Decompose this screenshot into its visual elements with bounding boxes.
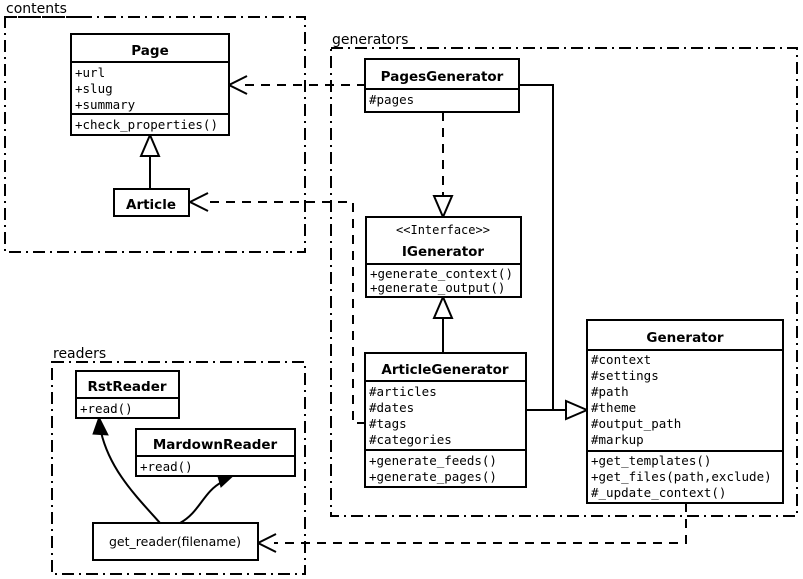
open-arrowhead-icon (255, 533, 277, 553)
class-attribute: +slug (75, 81, 113, 96)
class-name-rstreader: RstReader (87, 379, 166, 395)
package-contents-border (4, 16, 306, 253)
class-method: +read() (80, 401, 133, 416)
relation-articlegenerator-implements-igenerator (432, 294, 454, 353)
class-method: +generate_pages() (369, 469, 497, 484)
relation-get-reader-creates-rstreader-line (100, 431, 161, 524)
relation-get-reader-creates-mardownreader (179, 472, 237, 524)
package-contents: contents (4, 1, 306, 253)
class-box-articlegenerator[interactable]: ArticleGenerator #articles #dates #tags … (364, 352, 527, 488)
relation-articlegenerator-depends-article (187, 192, 366, 424)
class-stereotype-igenerator: <<Interface>> (396, 223, 490, 237)
class-box-articlegenerator-frame (364, 352, 527, 488)
function-box-get-reader[interactable]: get_reader(filename) (92, 522, 259, 561)
class-name-page: Page (131, 43, 168, 59)
class-method: +get_files(path,exclude) (591, 469, 772, 484)
relation-get-reader-creates-rstreader (92, 415, 161, 524)
class-attribute: +url (75, 65, 105, 80)
class-box-pagesgenerator-frame (364, 58, 520, 113)
hollow-triangle-icon (565, 399, 590, 421)
class-method: +generate_output() (370, 280, 505, 295)
hollow-triangle-icon (432, 195, 454, 220)
relation-articlegenerator-depends-article-line (206, 201, 366, 424)
class-name-generator: Generator (646, 330, 723, 346)
class-method: +check_properties() (75, 117, 218, 132)
class-box-rstreader-frame (75, 370, 180, 419)
class-attribute: #articles (369, 384, 437, 399)
hollow-triangle-icon (139, 132, 161, 157)
package-contents-label: contents (6, 1, 67, 17)
package-readers: readers (51, 346, 306, 575)
class-box-rstreader[interactable]: RstReader +read() (75, 370, 180, 419)
class-attribute: #context (591, 352, 651, 367)
relation-generators-extend-generator (519, 84, 590, 421)
class-name-mardownreader: MardownReader (153, 437, 278, 453)
class-attribute: #theme (591, 400, 636, 415)
class-box-pagesgenerator[interactable]: PagesGenerator #pages (364, 58, 520, 113)
relation-get-reader-creates-mardownreader-line (179, 481, 223, 524)
relation-pagesgenerator-depends-page (226, 75, 366, 95)
class-box-mardownreader[interactable]: MardownReader +read() (135, 428, 296, 477)
class-box-igenerator[interactable]: <<Interface>> IGenerator +generate_conte… (365, 216, 522, 298)
package-generators-label: generators (332, 32, 408, 48)
class-attribute: #settings (591, 368, 659, 383)
class-method: +get_templates() (591, 453, 711, 468)
class-box-generator[interactable]: Generator #context #settings #path #them… (586, 319, 784, 504)
class-box-article-frame (113, 188, 190, 217)
class-method: +generate_context() (370, 266, 513, 281)
class-method: +read() (140, 459, 193, 474)
relation-article-inherits-page (139, 132, 161, 190)
class-attribute: #path (591, 384, 629, 399)
open-arrowhead-icon (226, 75, 248, 95)
class-attribute: #dates (369, 400, 414, 415)
class-name-articlegenerator: ArticleGenerator (381, 362, 508, 378)
class-box-igenerator-frame (365, 216, 522, 298)
class-attribute: #tags (369, 416, 407, 431)
open-arrowhead-icon (187, 192, 209, 212)
relation-pagesgenerator-implements-igenerator (432, 112, 454, 220)
class-name-igenerator: IGenerator (402, 244, 485, 260)
hollow-triangle-icon (432, 294, 454, 319)
class-attribute: #markup (591, 432, 644, 447)
class-name-article: Article (126, 197, 176, 213)
class-method: +generate_feeds() (369, 453, 497, 468)
class-box-article[interactable]: Article (113, 188, 190, 217)
filled-arrowhead-icon (92, 415, 109, 436)
function-box-get-reader-frame (92, 522, 259, 561)
class-attribute: #categories (369, 432, 452, 447)
relation-generator-depends-get-reader-line (274, 503, 687, 544)
package-generators: generators (330, 32, 798, 517)
class-box-mardownreader-frame (135, 428, 296, 477)
class-box-page[interactable]: Page +url +slug +summary +check_properti… (70, 33, 230, 136)
package-readers-border (51, 361, 306, 575)
relation-generator-depends-get-reader (255, 503, 687, 553)
class-attribute: #pages (369, 92, 414, 107)
class-name-pagesgenerator: PagesGenerator (381, 69, 504, 85)
class-method: #_update_context() (591, 485, 726, 500)
class-box-page-frame (70, 33, 230, 136)
class-attribute: #output_path (591, 416, 681, 431)
function-name-get-reader: get_reader(filename) (109, 534, 241, 549)
package-readers-label: readers (53, 346, 106, 362)
class-attribute: +summary (75, 97, 136, 112)
